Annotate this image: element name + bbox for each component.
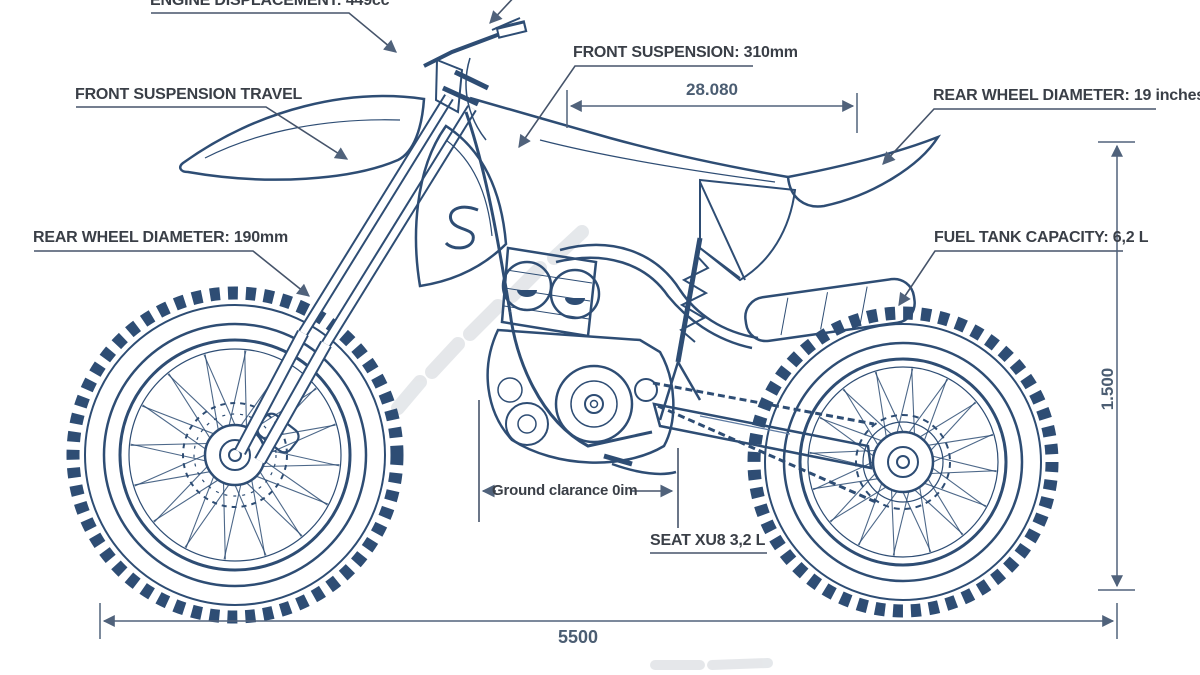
exhaust (555, 243, 916, 350)
crankcase (486, 328, 675, 464)
brake-lever (491, 17, 521, 31)
leader-engine (151, 12, 397, 53)
label-front-suspension: FRONT SUSPENSION: 310mm (573, 44, 798, 61)
rear-suspension (652, 237, 879, 505)
label-engine-displacement: ENGINE DISPLACEMENT: 449cc (150, 0, 390, 9)
muffler (744, 277, 916, 343)
brake-pedal (611, 462, 677, 476)
shock (675, 237, 703, 363)
leader-rear-wheel-left (34, 250, 310, 297)
label-rear-wheel-left: REAR WHEEL DIAMETER: 190mm (33, 229, 288, 246)
watermark-smudge (391, 225, 773, 670)
dimension-lines (99, 90, 1135, 639)
swingarm (652, 402, 873, 470)
leader-fuel-tank (898, 250, 1123, 307)
dimension-bottom-value: 5500 (557, 627, 599, 647)
seat-line (469, 96, 789, 179)
shock-spring (679, 255, 710, 343)
label-rear-wheel-right: REAR WHEEL DIAMETER: 19 inches (933, 87, 1200, 104)
leader-front-suspension (518, 65, 753, 149)
ignition-cover (505, 402, 549, 446)
label-ground-clearance: Ground clarance 0im (492, 482, 638, 499)
leader-rear-wheel-right (882, 108, 1156, 165)
rear-fender (786, 134, 942, 208)
brand-s-logo (444, 205, 479, 250)
subframe (699, 181, 746, 281)
dimension-height-value: 1.500 (1098, 367, 1117, 411)
front-number-plate (434, 58, 464, 114)
front-brake-disc (182, 402, 288, 508)
front-fork (234, 69, 490, 465)
front-wheel (66, 286, 404, 624)
leader-handlebar (489, 0, 513, 24)
front-fender (179, 94, 426, 181)
leader-lines (34, 0, 1156, 554)
radiator-shroud (414, 124, 508, 288)
engine (486, 246, 677, 476)
cable (465, 57, 487, 141)
label-seat: SEAT XU8 3,2 L (650, 532, 766, 549)
leader-front-suspension-travel (76, 106, 349, 160)
rear-wheel (747, 306, 1059, 618)
clutch-cover (554, 364, 634, 444)
chain (652, 381, 875, 426)
label-front-suspension-travel: FRONT SUSPENSION TRAVEL (75, 86, 303, 103)
side-panel (699, 178, 797, 282)
label-fuel-tank: FUEL TANK CAPACITY: 6,2 L (934, 229, 1149, 246)
handlebar (423, 17, 528, 141)
dimension-top-value: 28.080 (686, 80, 738, 99)
rear-sprocket (855, 414, 951, 510)
frame-bodywork (414, 96, 942, 448)
footpeg (603, 453, 633, 467)
